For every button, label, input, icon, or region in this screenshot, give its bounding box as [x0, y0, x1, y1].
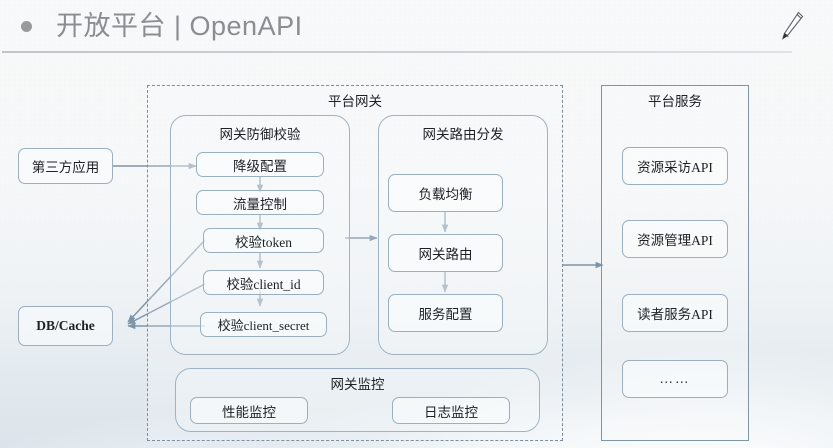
node-label: 校验client_secret — [217, 318, 310, 333]
node-verify-client-id[interactable]: 校验client_id — [203, 270, 324, 295]
node-traffic-control[interactable]: 流量控制 — [196, 190, 324, 215]
group-platform-services-title: 平台服务 — [648, 94, 702, 109]
node-label: 负载均衡 — [418, 187, 473, 202]
group-gateway-routing-title: 网关路由分发 — [422, 127, 504, 142]
node-db-cache[interactable]: DB/Cache — [18, 306, 113, 346]
node-label: …… — [659, 371, 691, 386]
group-platform-gateway-title: 平台网关 — [328, 94, 382, 109]
header-divider — [2, 51, 792, 53]
node-label: 读者服务API — [637, 307, 713, 322]
node-label: 网关路由 — [418, 247, 473, 262]
node-label: DB/Cache — [36, 318, 95, 333]
node-verify-token[interactable]: 校验token — [203, 228, 324, 253]
bullet-dot-icon — [21, 21, 32, 32]
node-service-more[interactable]: …… — [622, 360, 728, 398]
node-service-config[interactable]: 服务配置 — [388, 294, 503, 332]
node-label: 第三方应用 — [31, 160, 100, 175]
group-gateway-monitor-title: 网关监控 — [330, 377, 385, 392]
node-label: 降级配置 — [233, 158, 287, 174]
node-label: 校验client_id — [226, 276, 301, 292]
node-label: 流量控制 — [233, 196, 287, 212]
node-service-management-api[interactable]: 资源管理API — [622, 220, 728, 258]
node-load-balance[interactable]: 负载均衡 — [388, 174, 503, 212]
node-service-reader-api[interactable]: 读者服务API — [622, 294, 728, 332]
pencil-icon[interactable] — [778, 8, 806, 46]
node-label: 资源采访API — [637, 160, 713, 175]
node-label: 日志监控 — [424, 404, 478, 420]
node-label: 资源管理API — [637, 233, 713, 248]
node-performance-monitor[interactable]: 性能监控 — [190, 397, 308, 424]
node-third-party-app[interactable]: 第三方应用 — [18, 148, 113, 184]
node-label: 校验token — [235, 234, 292, 250]
node-label: 性能监控 — [222, 404, 276, 420]
group-gateway-defense-title: 网关防御校验 — [219, 127, 301, 142]
node-log-monitor[interactable]: 日志监控 — [392, 397, 510, 424]
node-degradation-config[interactable]: 降级配置 — [196, 152, 324, 177]
node-gateway-route[interactable]: 网关路由 — [388, 234, 503, 272]
page-title: 开放平台 | OpenAPI — [56, 11, 303, 41]
node-label: 服务配置 — [418, 307, 473, 322]
node-service-acquisition-api[interactable]: 资源采访API — [622, 147, 728, 185]
slide-header: 开放平台 | OpenAPI — [0, 0, 833, 53]
node-verify-client-secret[interactable]: 校验client_secret — [200, 312, 327, 337]
